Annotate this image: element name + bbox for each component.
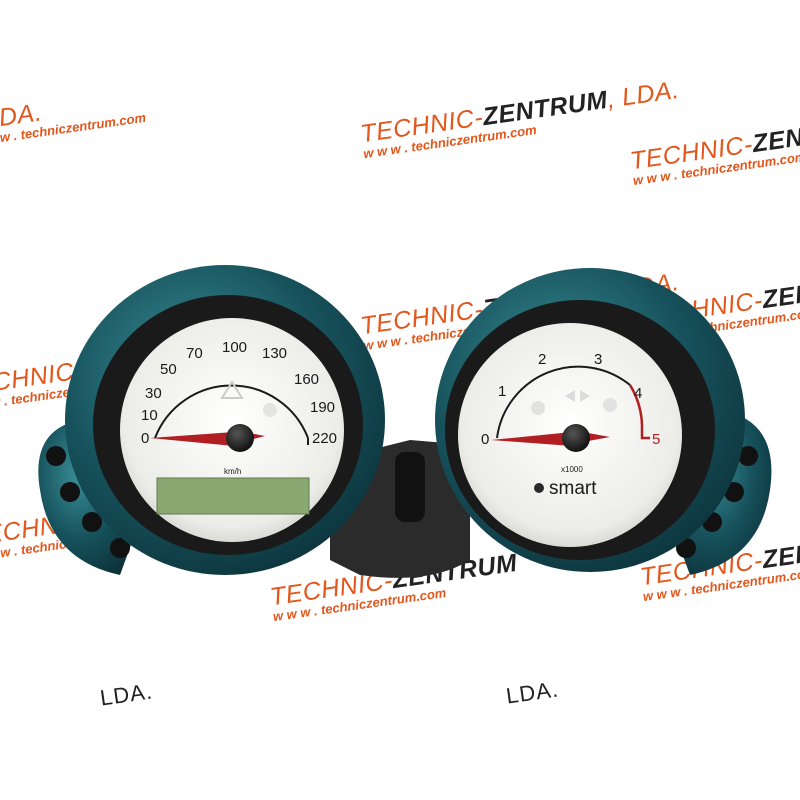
speed-tick-50: 50 [160,361,177,378]
tachometer-hub [562,424,590,452]
rpm-tick-5: 5 [652,431,660,448]
speed-tick-30: 30 [145,385,162,402]
rpm-tick-0: 0 [481,431,489,448]
speedometer-scale-arc [154,384,309,439]
smart-brand-logo: smart [534,478,597,499]
mount-hole [60,482,80,502]
speed-tick-220: 220 [312,430,337,447]
rpm-tick-1: 1 [498,383,506,400]
oil-warning-icon [531,401,545,415]
speedometer: 0 10 30 50 70 100 130 160 190 220 km/h [38,265,385,575]
rpm-tick-3: 3 [594,351,602,368]
housing-slot [395,452,425,522]
svg-text:smart: smart [549,478,597,499]
speed-tick-0: 0 [141,430,149,447]
mount-hole [46,446,66,466]
speed-tick-190: 190 [310,399,335,416]
smart-logo-icon [534,483,544,493]
speed-unit-label: km/h [224,467,241,476]
tachometer-scale-arc [496,365,631,439]
rpm-tick-4: 4 [634,385,642,402]
speed-tick-10: 10 [141,407,158,424]
mount-hole [110,538,130,558]
rpm-unit-label: x1000 [561,465,583,474]
speed-tick-70: 70 [186,345,203,362]
turn-right-arrow-icon [580,390,590,402]
mount-hole [82,512,102,532]
speedometer-hub [226,424,254,452]
speed-tick-160: 160 [294,371,319,388]
turn-left-arrow-icon [565,390,575,402]
mount-hole [738,446,758,466]
hazard-warning-icon [220,380,244,399]
engine-warning-icon [603,398,617,412]
warning-lamp-icon [263,403,277,417]
speed-tick-100: 100 [222,339,247,356]
odometer-lcd [156,477,310,515]
tachometer: 0 1 2 3 4 5 x1000 smart [435,268,772,575]
rpm-tick-2: 2 [538,351,546,368]
tachometer-redline [628,384,650,440]
speed-tick-130: 130 [262,345,287,362]
